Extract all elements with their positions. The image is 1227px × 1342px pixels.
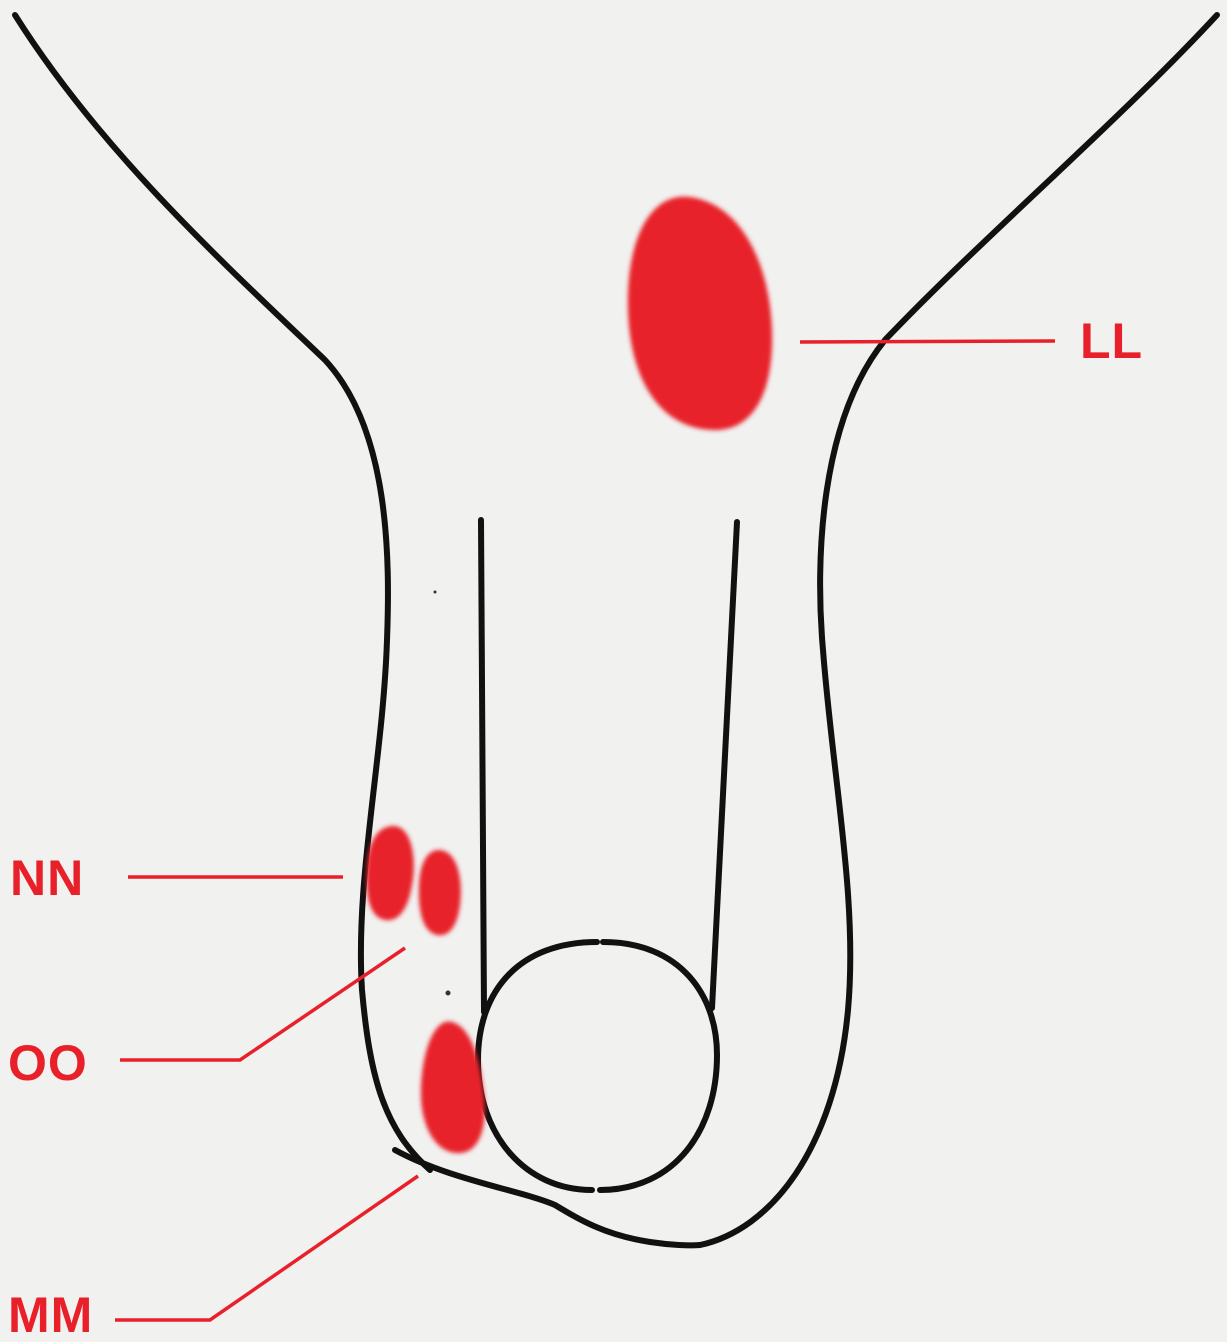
bottom-fold (395, 1150, 700, 1245)
oval-left-arc (478, 942, 597, 1190)
inner-left-line (481, 520, 484, 1012)
leader-ll (800, 341, 1055, 342)
label-mm: MM (8, 1290, 93, 1340)
right-contour (700, 15, 1217, 1245)
speck (434, 591, 437, 594)
label-oo: OO (8, 1038, 88, 1088)
oval-right-arc (600, 942, 717, 1190)
inner-right-line (712, 522, 737, 1008)
speck (446, 991, 451, 996)
label-nn: NN (10, 853, 84, 903)
marker-nn-right (419, 850, 461, 935)
marker-mm (421, 1021, 485, 1153)
marker-ll (628, 197, 772, 430)
marker-nn-left (367, 826, 414, 920)
left-contour (15, 15, 430, 1170)
label-ll: LL (1080, 316, 1143, 366)
leader-mm (115, 1176, 418, 1320)
